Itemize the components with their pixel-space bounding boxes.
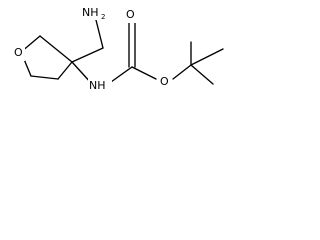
bond-c3-ch2 bbox=[71, 47, 104, 63]
tert-butyl-methyl-bond-2 bbox=[190, 48, 224, 66]
carbamate-nh-label-background bbox=[88, 77, 112, 93]
bond-nh-carbonyl bbox=[110, 66, 133, 83]
ring-bond-c3-c2 bbox=[39, 35, 73, 63]
amine-nitrogen-label: NH bbox=[82, 6, 99, 19]
ring-bond-c4-c3 bbox=[57, 61, 73, 80]
bond-ch2-nh2 bbox=[95, 19, 104, 49]
ester-oxygen-label: O bbox=[160, 75, 169, 88]
carbonyl-oxygen-label-background bbox=[124, 7, 138, 23]
chemical-structure-diagram: NH 2 O NH O O bbox=[0, 0, 247, 109]
bond-carbonyl-ester-o bbox=[131, 66, 157, 80]
ring-bond-c5-c4 bbox=[30, 75, 59, 80]
carbamate-nitrogen-label: NH bbox=[89, 79, 106, 92]
carbonyl-oxygen-label: O bbox=[126, 8, 135, 21]
chemical-structure-svg: NH 2 O NH O O bbox=[12, 4, 224, 93]
ring-oxygen-label-background bbox=[12, 45, 25, 61]
bond-ester-o-tert-butyl bbox=[172, 64, 192, 80]
ring-oxygen-label: O bbox=[14, 46, 23, 59]
ester-oxygen-label-background bbox=[157, 73, 172, 89]
amine-label-background bbox=[81, 4, 115, 20]
tert-butyl-methyl-bond-1 bbox=[190, 64, 214, 85]
amine-subscript-label: 2 bbox=[101, 13, 105, 21]
